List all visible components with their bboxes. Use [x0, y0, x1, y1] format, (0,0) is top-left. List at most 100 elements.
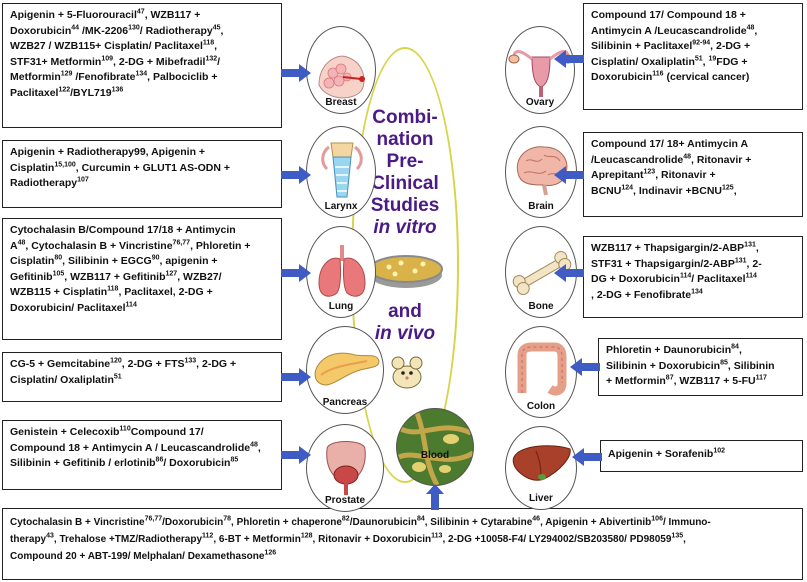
box-line: Genistein + Celecoxib110Compound 17/ — [10, 425, 274, 441]
liver-box: Apigenin + Sorafenib102 — [600, 440, 803, 472]
bone-icon — [512, 251, 572, 295]
breast-circle: Breast — [306, 26, 376, 114]
blood-box: Cytochalasin B + Vincristine76,77/Doxoru… — [2, 508, 803, 580]
box-line: Compound 17/ 18+ Antimycin A — [591, 137, 795, 153]
reference-superscript: 126 — [264, 549, 277, 557]
line-text: /Leucascandrolide — [591, 153, 684, 166]
reference-superscript: 47 — [136, 8, 145, 16]
reference-superscript: 92-94 — [692, 39, 711, 47]
center-title-4: Clinical — [371, 173, 439, 194]
reference-superscript: 131 — [744, 241, 756, 249]
line-text: Compound 18 + Antimycin A / Leucascandro… — [10, 441, 251, 454]
breast-icon — [318, 55, 365, 99]
line-text: / Paclitaxel — [691, 273, 746, 285]
line-text: , — [738, 344, 742, 356]
box-line: Phloretin + Daunorubicin84, — [606, 343, 795, 359]
reference-superscript: 109 — [101, 55, 113, 62]
arrow-lung — [281, 264, 311, 282]
center-title-6: in vitro — [373, 217, 437, 238]
box-line: /Leucascandrolide48, Ritonavir + — [591, 153, 795, 169]
line-text: Paclitaxel — [10, 86, 59, 99]
reference-superscript: 76,77 — [144, 515, 163, 523]
reference-superscript: 85 — [230, 456, 239, 464]
line-text: Cisplatin/ Oxaliplatin — [591, 55, 695, 68]
line-text: Gefitinib — [10, 270, 53, 283]
reference-superscript: 82 — [341, 515, 350, 523]
pancreas-icon — [314, 352, 380, 386]
line-text: Doxorubicin — [10, 24, 72, 37]
line-text: Compound 17/ 18+ Antimycin A — [591, 138, 749, 150]
line-text: , Silibinin + EGCG — [62, 255, 152, 267]
reference-superscript: 110 — [119, 425, 131, 433]
line-text: , — [702, 55, 709, 68]
line-text: Apigenin + Radiotherapy99, Apigenin + — [10, 146, 206, 158]
arrow-blood — [426, 484, 444, 510]
arrow-bone — [554, 264, 584, 282]
box-line: Gefitinib105, WZB117 + Gefitinib127, WZB… — [10, 270, 274, 286]
line-text: Cytochalasin B + Vincristine — [10, 517, 145, 528]
line-text: WZB27 / WZB115+ Cisplatin/ Paclitaxel — [10, 40, 203, 52]
brain-circle: Brain — [505, 126, 577, 218]
box-line: Metformin129 /Fenofibrate134, Palbocicli… — [10, 70, 274, 86]
center-title-7: and — [388, 301, 422, 322]
brain-label: Brain — [528, 201, 554, 212]
lung-circle: Lung — [306, 226, 376, 318]
reference-superscript: 87 — [665, 374, 674, 382]
reference-superscript: 129 — [60, 70, 73, 78]
line-text: /BYL719 — [70, 86, 112, 99]
line-text: , Ritonavir + — [691, 153, 752, 166]
line-text: BCNU — [591, 184, 622, 197]
line-text: CG-5 + Gemcitabine — [10, 358, 111, 370]
line-text: , — [733, 184, 737, 197]
pancreas-circle: Pancreas — [306, 326, 384, 414]
box-line: WZB115 + Cisplatin118, Paclitaxel, 2-DG … — [10, 285, 274, 301]
line-text: / Radiotherapy — [139, 24, 213, 37]
line-text: , 2-DG + — [710, 40, 751, 52]
reference-superscript: 46 — [532, 515, 541, 523]
box-line: therapy43, Trehalose +TMZ/Radiotherapy11… — [10, 531, 795, 548]
line-text: , 2- — [746, 257, 762, 270]
reference-superscript: 51 — [113, 373, 122, 380]
reference-superscript: 131 — [734, 257, 747, 264]
line-text: , Indinavir +BCNU — [633, 184, 723, 197]
box-line: Compound 17/ Compound 18 + — [591, 8, 795, 24]
center-title-5: Studies — [370, 195, 440, 216]
line-text: Cisplatin — [10, 161, 55, 174]
line-text: DG + Doxorubicin — [591, 273, 680, 285]
box-line: Doxorubicin44 /MK-2206130/ Radiotherapy4… — [10, 24, 274, 40]
lung-icon — [318, 245, 366, 297]
arrow-breast — [281, 64, 311, 82]
line-text: Compound 17/ Compound 18 + — [591, 9, 746, 21]
line-text: , 2-DG + FTS — [121, 358, 185, 370]
line-text: , Silibinin + Cytarabine — [424, 517, 533, 528]
box-line: Cisplatin80, Silibinin + EGCG90, apigeni… — [10, 254, 274, 270]
reference-superscript: 134 — [691, 288, 703, 295]
reference-superscript: 19 — [708, 55, 717, 62]
box-line: DG + Doxorubicin114/ Paclitaxel114 — [591, 272, 795, 288]
liver-label: Liver — [529, 493, 553, 504]
line-text: Compound 17/ — [130, 426, 204, 438]
colon-circle: Colon — [505, 326, 577, 418]
reference-superscript: 114 — [679, 272, 692, 280]
line-text: FDG + — [716, 55, 748, 68]
colon-label: Colon — [526, 401, 556, 412]
reference-superscript: 86 — [155, 456, 164, 464]
breast-box: Apigenin + 5-Fluorouracil47, WZB117 +Dox… — [2, 3, 282, 128]
reference-superscript: 106 — [651, 515, 663, 523]
reference-superscript: 127 — [165, 270, 178, 277]
line-text: , WZB117 + Gefitinib — [64, 270, 166, 283]
breast-label: Breast — [325, 97, 357, 108]
reference-superscript: 136 — [111, 86, 124, 93]
line-text: , Paclitaxel, 2-DG + — [118, 286, 213, 298]
prostate-box: Genistein + Celecoxib110Compound 17/Comp… — [2, 420, 282, 490]
line-text: Genistein + Celecoxib — [10, 426, 120, 438]
reference-superscript: 44 — [71, 24, 80, 31]
mouse-icon — [391, 356, 423, 389]
box-line: Doxorubicin/ Paclitaxel114 — [10, 301, 274, 317]
line-text: , 2-DG + — [196, 358, 237, 370]
box-line: Apigenin + Radiotherapy99, Apigenin + — [10, 145, 274, 161]
line-text: , — [257, 441, 261, 454]
line-text: , Curcumin + GLUT1 AS-ODN + — [75, 161, 230, 174]
reference-superscript: 120 — [110, 357, 122, 365]
arrow-colon — [570, 358, 600, 376]
